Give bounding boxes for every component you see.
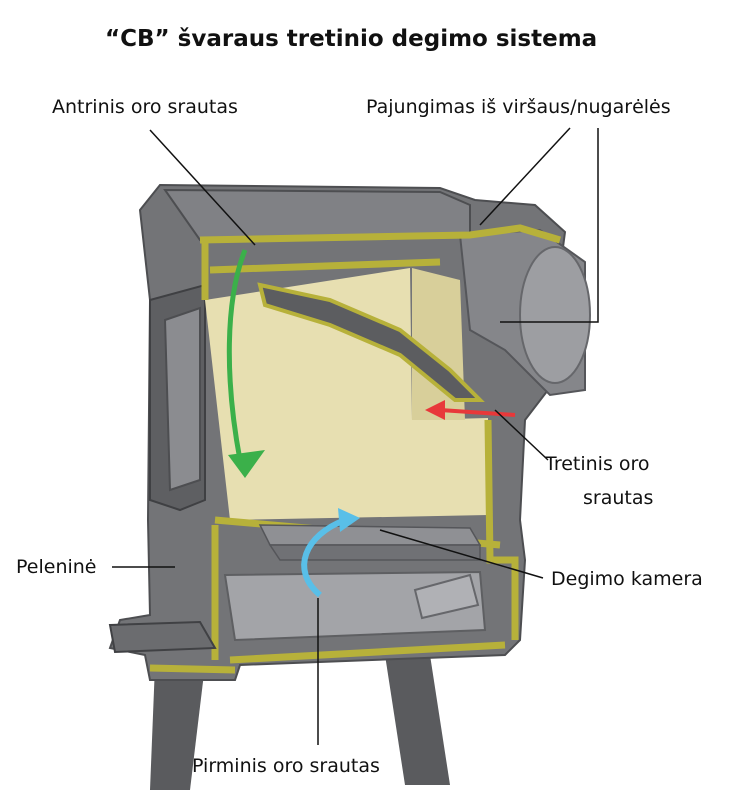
leader-top-connection xyxy=(479,127,571,226)
firebox-panel xyxy=(205,268,488,520)
primary-air-arrow xyxy=(301,517,347,598)
label-top-rear-connection: Pajungimas iš viršaus/nugarėlės xyxy=(366,96,671,118)
label-ash-pan: Peleninė xyxy=(16,556,97,578)
primary-air-arrowhead xyxy=(338,508,360,532)
diagram-title: “CB” švaraus tretinio degimo sistema xyxy=(105,26,598,52)
leader-rear-connection xyxy=(500,128,599,323)
flue-opening xyxy=(519,246,591,384)
label-secondary-air: Antrinis oro srautas xyxy=(52,96,238,118)
label-primary-air: Pirminis oro srautas xyxy=(192,755,380,777)
secondary-air-arrow xyxy=(226,249,248,461)
tertiary-air-arrow xyxy=(439,408,516,417)
door-window-frame xyxy=(163,306,201,492)
label-tertiary-air-line1: Tretinis oro xyxy=(545,453,650,475)
ash-pan-handle xyxy=(413,573,480,620)
label-combustion-chamber: Degimo kamera xyxy=(551,568,703,590)
baffle-plate xyxy=(257,282,485,402)
leader-secondary-air xyxy=(149,129,256,246)
tertiary-air-arrowhead xyxy=(425,400,445,420)
secondary-air-arrowhead xyxy=(228,450,265,478)
leader-combustion-chamber xyxy=(379,529,544,579)
top-plate xyxy=(163,188,471,242)
stove-leg-right xyxy=(385,655,450,785)
leader-tertiary-air xyxy=(494,409,549,461)
stove-leg-left xyxy=(150,665,205,790)
grate xyxy=(258,524,482,561)
front-base-plate xyxy=(108,620,217,654)
label-tertiary-air-line2: srautas xyxy=(583,487,654,509)
